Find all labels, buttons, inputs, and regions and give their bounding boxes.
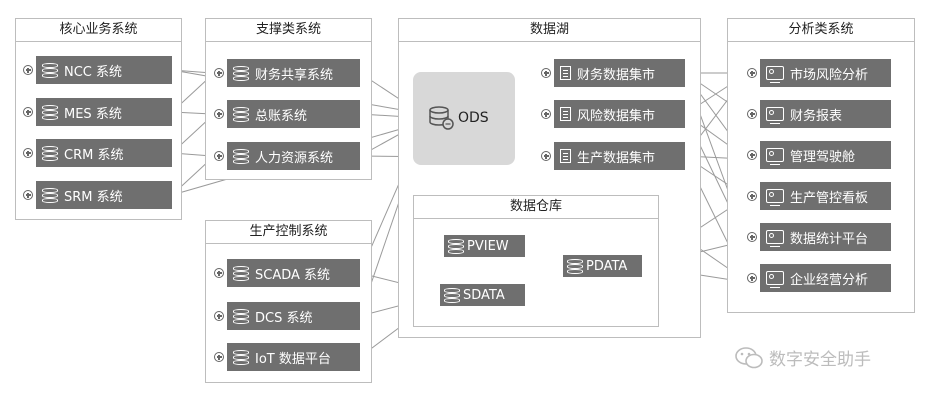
analysis-system-label: 生产管控看板 [790, 190, 869, 206]
database-icon [233, 65, 249, 81]
panel-title-datalake: 数据湖 [399, 19, 700, 42]
watermark-text: 数字安全助手 [769, 350, 871, 370]
database-icon [233, 148, 249, 164]
expand-icon[interactable] [747, 232, 757, 242]
expand-icon[interactable] [23, 65, 33, 75]
expand-icon[interactable] [541, 68, 551, 78]
ods-database-icon [429, 106, 454, 130]
dashboard-icon [766, 148, 784, 165]
support-system-label: 人力资源系统 [255, 150, 334, 166]
data-mart-label: 生产数据集市 [577, 150, 656, 166]
expand-icon[interactable] [23, 148, 33, 158]
database-icon [233, 106, 249, 122]
watermark: 数字安全助手 [735, 345, 871, 370]
database-icon [233, 265, 249, 281]
panel-title-analysis: 分析类系统 [728, 19, 914, 42]
warehouse-node-pview[interactable]: PVIEW [444, 235, 525, 257]
expand-icon[interactable] [541, 151, 551, 161]
expand-icon[interactable] [747, 150, 757, 160]
expand-icon[interactable] [541, 109, 551, 119]
warehouse-node-label: SDATA [463, 287, 505, 303]
database-icon [448, 238, 464, 254]
expand-icon[interactable] [214, 68, 224, 78]
warehouse-node-pdata[interactable]: PDATA [563, 255, 642, 277]
panel-title-warehouse: 数据仓库 [414, 196, 658, 219]
document-icon [560, 149, 571, 163]
wechat-icon [735, 346, 763, 368]
dashboard-icon [766, 107, 784, 124]
database-icon [42, 104, 58, 120]
core-system-label: SRM 系统 [64, 189, 123, 205]
expand-icon[interactable] [747, 191, 757, 201]
data-mart-label: 风险数据集市 [577, 108, 656, 124]
dashboard-icon [766, 271, 784, 288]
database-icon [42, 187, 58, 203]
data-mart-label: 财务数据集市 [577, 67, 656, 83]
analysis-system-label: 企业经营分析 [790, 272, 869, 288]
expand-icon[interactable] [214, 109, 224, 119]
dashboard-icon [766, 66, 784, 83]
analysis-system-label: 管理驾驶舱 [790, 149, 856, 165]
warehouse-node-label: PVIEW [467, 238, 509, 254]
support-system-label: 财务共享系统 [255, 67, 334, 83]
database-icon [42, 145, 58, 161]
analysis-system-label: 财务报表 [790, 108, 843, 124]
database-icon [444, 287, 460, 303]
expand-icon[interactable] [214, 352, 224, 362]
ods-label: ODS [458, 110, 489, 126]
analysis-system-label: 市场风险分析 [790, 67, 869, 83]
database-icon [567, 258, 583, 274]
expand-icon[interactable] [214, 151, 224, 161]
database-icon [233, 349, 249, 365]
expand-icon[interactable] [747, 68, 757, 78]
database-icon [233, 308, 249, 324]
core-system-label: CRM 系统 [64, 147, 124, 163]
dashboard-icon [766, 189, 784, 206]
panel-title-production: 生产控制系统 [206, 221, 371, 244]
expand-icon[interactable] [747, 273, 757, 283]
expand-icon[interactable] [23, 190, 33, 200]
document-icon [560, 66, 571, 80]
core-system-label: MES 系统 [64, 106, 122, 122]
dashboard-icon [766, 230, 784, 247]
expand-icon[interactable] [214, 311, 224, 321]
expand-icon[interactable] [23, 107, 33, 117]
expand-icon[interactable] [747, 109, 757, 119]
support-system-label: 总账系统 [255, 108, 308, 124]
production-system-label: DCS 系统 [255, 310, 313, 326]
panel-title-support: 支撑类系统 [206, 19, 371, 42]
expand-icon[interactable] [214, 268, 224, 278]
production-system-label: SCADA 系统 [255, 267, 331, 283]
database-icon [42, 62, 58, 78]
production-system-label: IoT 数据平台 [255, 351, 331, 367]
panel-title-core: 核心业务系统 [16, 19, 181, 42]
warehouse-node-label: PDATA [586, 258, 628, 274]
analysis-system-label: 数据统计平台 [790, 231, 869, 247]
warehouse-node-sdata[interactable]: SDATA [440, 284, 525, 306]
document-icon [560, 107, 571, 121]
core-system-label: NCC 系统 [64, 64, 123, 80]
